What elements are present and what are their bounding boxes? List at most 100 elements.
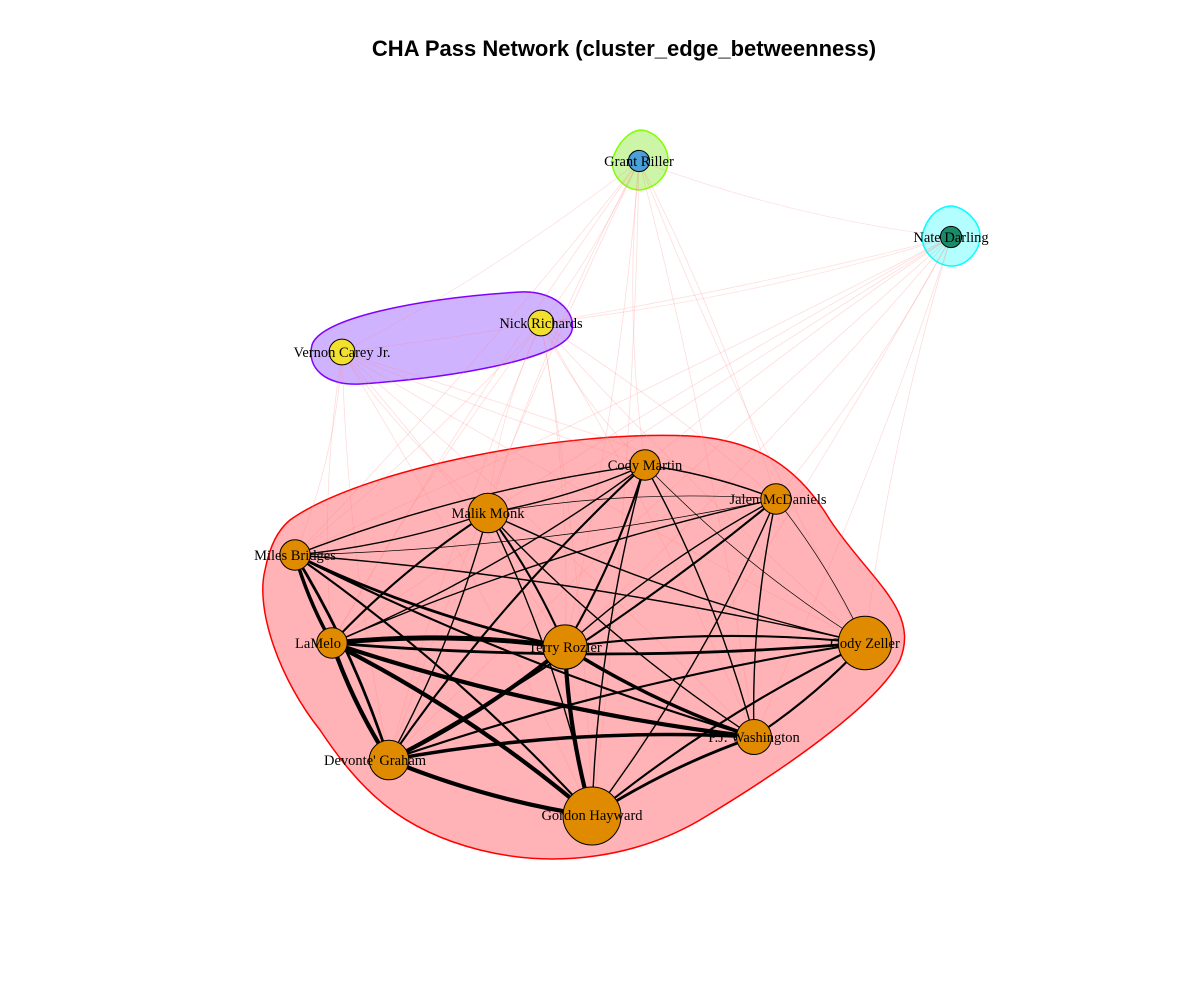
faint-edge-23 [294,322,542,556]
node-nate-darling[interactable] [939,225,963,249]
player-nodes [279,149,963,846]
faint-edge-21 [540,322,777,500]
faint-edge-18 [388,236,952,761]
node-malik-monk[interactable] [467,492,509,534]
edge-miles-bridges-to-cody-martin [294,464,646,556]
faint-edge-36 [341,351,866,644]
label-cody-zeller: Cody Zeller [830,636,900,652]
faint-edge-17 [753,236,952,738]
faint-edge-28 [388,322,542,761]
faint-edge-9 [591,160,640,817]
node-cody-martin[interactable] [629,449,661,481]
edge-devonte-graham-to-miles-bridges [293,553,391,762]
cluster-hulls [262,129,981,860]
label-cody-martin: Cody Martin [608,458,683,474]
edge-terry-rozier-to-p-j-washington [563,645,756,739]
edge-lamelo-to-gordon-hayward [329,640,595,819]
faint-edge-12 [487,236,952,514]
faint-edge-35 [341,351,566,648]
faint-edge-15 [564,236,952,648]
label-malik-monk: Malik Monk [452,506,526,522]
edge-lamelo-to-cody-zeller [330,641,867,656]
label-nate-darling: Nate Darling [913,230,988,246]
edge-gordon-hayward-to-cody-zeller [590,641,867,818]
faint-edge-29 [540,322,593,817]
faint-edge-42 [341,160,640,353]
label-vernon-carey-jr: Vernon Carey Jr. [293,345,390,361]
faint-edge-0 [632,160,646,466]
node-miles-bridges[interactable] [279,539,311,571]
faint-edge-5 [564,160,640,648]
node-grant-riller[interactable] [627,149,651,173]
faint-edge-22 [487,322,542,514]
edge-terry-rozier-to-cody-martin [563,463,647,649]
node-jalen-mcdaniels[interactable] [760,483,792,515]
edge-terry-rozier-to-jalen-mcdaniels [564,498,777,648]
faint-edge-40 [638,160,952,238]
node-devonte-graham[interactable] [368,739,410,781]
faint-edge-25 [540,322,567,648]
label-devonte-graham: Devonte' Graham [324,753,427,769]
edge-malik-monk-to-jalen-mcdaniels [487,495,777,514]
label-nick-richards: Nick Richards [499,316,583,332]
faint-edge-2 [487,160,640,514]
node-cody-zeller[interactable] [837,615,893,671]
edge-terry-rozier-to-cody-zeller [563,634,867,649]
edge-devonte-graham-to-p-j-washington [387,732,756,762]
label-p-j-washington: P.J. Washington [708,730,800,746]
edge-cody-martin-to-cody-zeller [644,464,866,644]
label-gordon-hayward: Gordon Hayward [541,808,643,824]
edge-lamelo-to-terry-rozier [329,635,568,650]
faint-edge-13 [294,236,952,556]
inter-cluster-edges [294,160,952,817]
edge-devonte-graham-to-jalen-mcdaniels [387,497,778,762]
chart-title: CHA Pass Network (cluster_edge_betweenne… [371,36,877,61]
node-lamelo[interactable] [316,627,348,659]
label-lamelo: LaMelo [295,636,341,652]
cluster-hull-bigs [310,291,574,385]
faint-edge-14 [331,236,952,644]
edge-lamelo-to-p-j-washington [329,640,757,740]
edge-devonte-graham-to-cody-martin [387,463,647,762]
node-vernon-carey-jr[interactable] [328,338,356,366]
edge-miles-bridges-to-jalen-mcdaniels [294,498,777,556]
edge-gordon-hayward-to-cody-martin [591,464,646,817]
faint-edge-4 [331,160,640,644]
node-gordon-hayward[interactable] [562,786,622,846]
edge-lamelo-to-cody-martin [331,464,646,644]
faint-edge-31 [341,351,777,500]
node-nick-richards[interactable] [527,309,555,337]
faint-edge-32 [341,351,489,514]
faint-edge-39 [341,351,593,817]
edge-gordon-hayward-to-jalen-mcdaniels [591,498,777,817]
edge-lamelo-to-jalen-mcdaniels [331,498,777,644]
faint-edge-10 [644,236,952,466]
node-p-j-washington[interactable] [736,719,772,755]
node-terry-rozier[interactable] [542,624,588,670]
label-grant-riller: Grant Riller [604,154,674,170]
faint-edge-41 [540,160,640,324]
edge-miles-bridges-to-malik-monk [294,512,489,556]
label-terry-rozier: Terry Rozier [528,640,602,656]
faint-edge-27 [540,322,755,738]
faint-edge-43 [540,236,952,324]
edge-lamelo-to-malik-monk [330,511,490,645]
faint-edge-11 [775,236,952,500]
label-jalen-mcdaniels: Jalen McDaniels [729,492,826,508]
faint-edge-30 [341,351,646,466]
label-miles-bridges: Miles Bridges [254,548,336,564]
edge-miles-bridges-to-cody-zeller [294,554,866,644]
edge-p-j-washington-to-cody-martin [644,464,755,738]
edge-p-j-washington-to-miles-bridges [293,553,756,739]
faint-edge-1 [638,160,777,500]
faint-edge-38 [341,351,390,761]
faint-edge-3 [294,160,640,556]
faint-edge-7 [638,160,755,738]
edge-gordon-hayward-to-miles-bridges [293,553,594,818]
faint-edge-16 [864,236,952,644]
edge-p-j-washington-to-jalen-mcdaniels [752,498,777,738]
edge-devonte-graham-to-cody-zeller [387,641,867,762]
faint-edge-8 [388,160,640,761]
